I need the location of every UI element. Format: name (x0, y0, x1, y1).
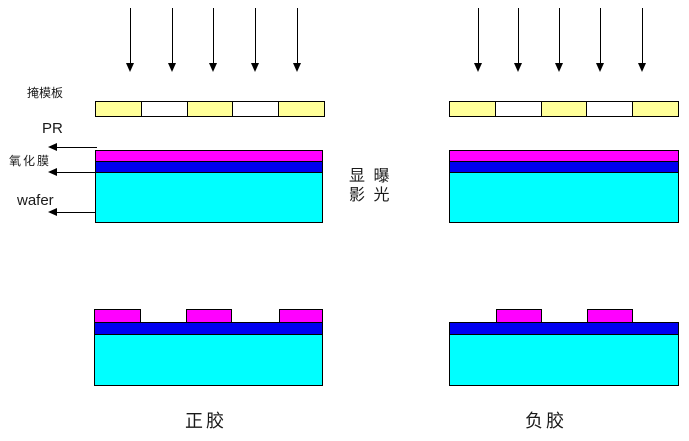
arrow-head (474, 63, 482, 72)
arrow-stem (56, 172, 97, 173)
mask-segment-opaque (633, 102, 678, 116)
mask-segment-opaque (279, 102, 324, 116)
mask-segment-opaque (450, 102, 496, 116)
arrow-head (168, 63, 176, 72)
pr-block (186, 309, 232, 323)
wafer-label: wafer (17, 192, 54, 209)
arrow-stem (600, 8, 601, 63)
arrow-head (293, 63, 301, 72)
down-arrow-icon (126, 8, 135, 72)
arrow-head (209, 63, 217, 72)
pr-block (587, 309, 633, 323)
down-arrow-icon (596, 8, 605, 72)
arrow-stem (478, 8, 479, 63)
positive-resist-caption: 正胶 (185, 411, 227, 431)
arrow-head (251, 63, 259, 72)
down-arrow-icon (514, 8, 523, 72)
down-arrow-icon (555, 8, 564, 72)
arrow-stem (297, 8, 298, 63)
mask-plate-label: 掩模板 (27, 86, 64, 100)
down-arrow-icon (209, 8, 218, 72)
arrow-head (48, 143, 57, 151)
mask-segment-open (233, 102, 280, 116)
arrow-head (638, 63, 646, 72)
pr-block (496, 309, 542, 323)
arrow-stem (518, 8, 519, 63)
mask-segment-open (495, 102, 542, 116)
arrow-stem (642, 8, 643, 63)
arrow-stem (255, 8, 256, 63)
down-arrow-icon (638, 8, 647, 72)
arrow-stem (172, 8, 173, 63)
arrow-stem (130, 8, 131, 63)
arrow-head (596, 63, 604, 72)
photoresist-label: PR (42, 120, 63, 137)
down-arrow-icon (168, 8, 177, 72)
wafer-layer (95, 172, 323, 223)
down-arrow-icon (474, 8, 483, 72)
pr-block (279, 309, 323, 323)
wafer-layer (449, 334, 679, 386)
arrow-head (514, 63, 522, 72)
wafer-layer (94, 334, 323, 386)
arrow-head (48, 208, 57, 216)
arrow-head (126, 63, 134, 72)
process-step-label: 显 曝 影 光 (349, 167, 391, 205)
left-arrow-icon (48, 208, 97, 217)
photomask-left (95, 101, 325, 117)
mask-segment-opaque (541, 102, 588, 116)
negative-resist-caption: 负胶 (525, 411, 567, 431)
arrow-stem (56, 147, 97, 148)
oxide-film-label: 氧化膜 (9, 154, 52, 168)
arrow-head (555, 63, 563, 72)
mask-segment-opaque (96, 102, 142, 116)
pr-block (94, 309, 141, 323)
process-step-line1: 显 曝 (349, 168, 392, 185)
process-step-line2: 影 光 (349, 187, 392, 204)
left-arrow-icon (48, 143, 97, 152)
arrow-stem (56, 212, 97, 213)
left-arrow-icon (48, 168, 97, 177)
down-arrow-icon (293, 8, 302, 72)
photomask-right (449, 101, 679, 117)
wafer-layer (449, 172, 679, 223)
arrow-head (48, 168, 57, 176)
mask-segment-opaque (187, 102, 234, 116)
mask-segment-open (141, 102, 188, 116)
arrow-stem (559, 8, 560, 63)
arrow-stem (213, 8, 214, 63)
down-arrow-icon (251, 8, 260, 72)
mask-segment-open (587, 102, 634, 116)
